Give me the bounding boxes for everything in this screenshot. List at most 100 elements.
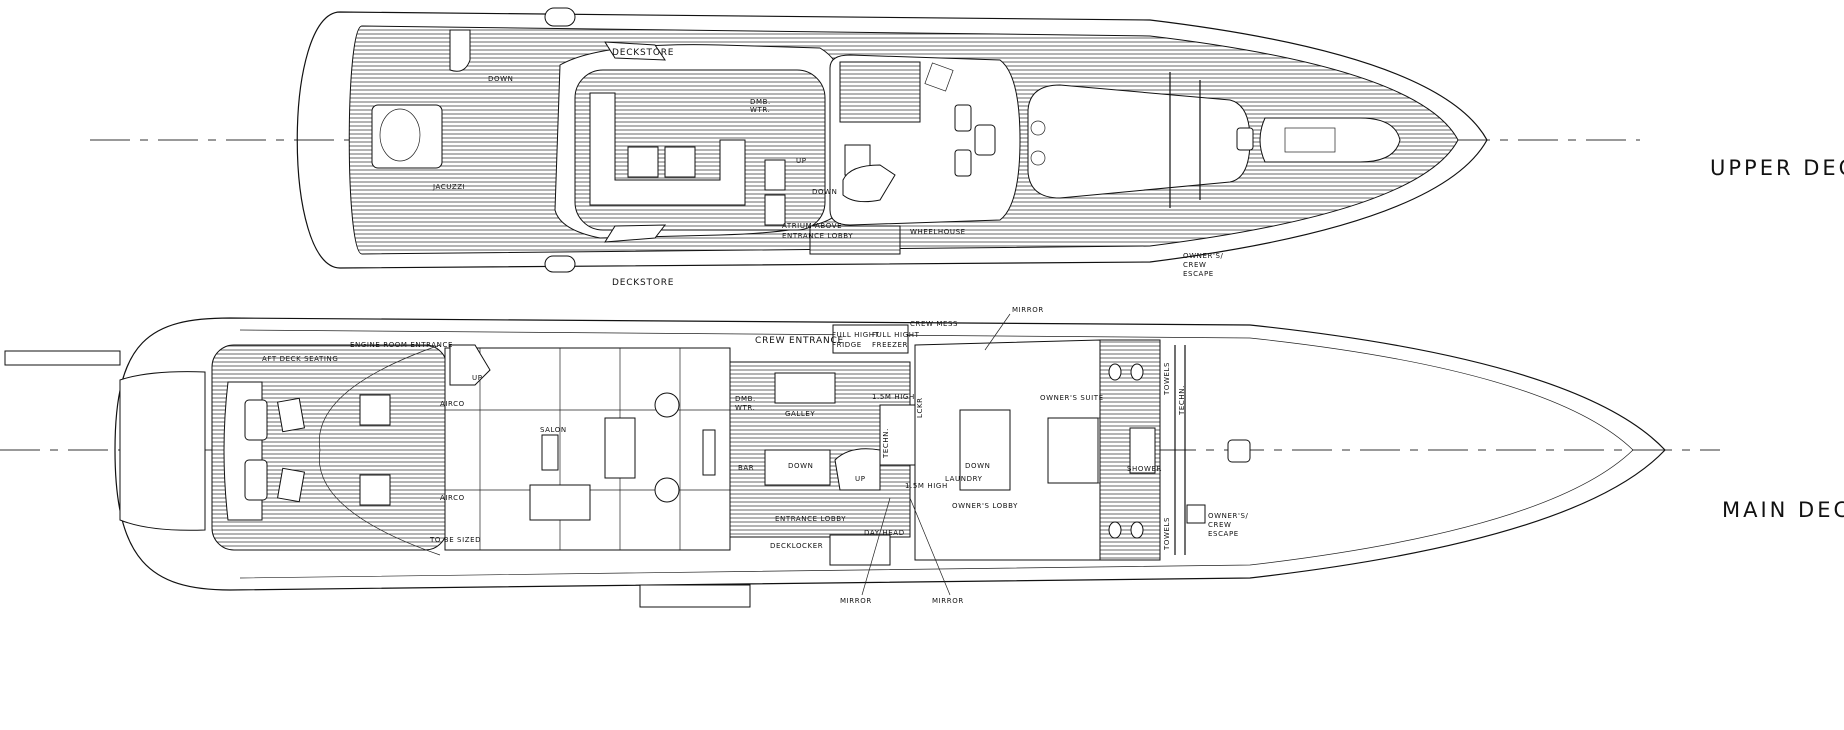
- helm-seat: [954, 149, 972, 177]
- label-lckr: LCKR: [916, 397, 924, 418]
- label-escape: ESCAPE: [1183, 270, 1214, 278]
- stair-down: [764, 449, 831, 486]
- label-galley: GALLEY: [785, 410, 815, 418]
- label-airco: AIRCO: [440, 494, 465, 502]
- label-escape: OWNER'S/: [1208, 512, 1249, 520]
- fender-bollard: [544, 7, 576, 27]
- armchair: [276, 397, 306, 433]
- stair-side: [809, 225, 901, 255]
- label-owners-lobby: OWNER'S LOBBY: [952, 502, 1018, 510]
- label-owners-suite: OWNER'S SUITE: [1040, 394, 1104, 402]
- label-crew-entrance: CREW ENTRANCE: [755, 336, 844, 346]
- label-techn: TECHN.: [1178, 385, 1186, 416]
- label-escape: CREW: [1208, 521, 1232, 529]
- spiral-stair-down: [842, 164, 896, 203]
- helm-console: [974, 124, 996, 156]
- leader-line: [909, 497, 951, 596]
- label-shower: SHOWER: [1127, 465, 1162, 473]
- label-deckstore: DECKSTORE: [612, 278, 674, 288]
- stair-down: [449, 29, 471, 72]
- main-deck-plan: ENGINE ROOM ENTRANCE AFT DECK SEATING UP…: [0, 306, 1844, 608]
- label-airco: AIRCO: [440, 400, 465, 408]
- label-1-5m-high: 1.5M HIGH: [872, 393, 915, 401]
- label-mirror: MIRROR: [840, 597, 872, 605]
- label-entrance-lobby: ENTRANCE LOBBY: [775, 515, 846, 523]
- escape-hatch: [1186, 504, 1206, 524]
- passerelle: [4, 350, 121, 366]
- label-mirror: MIRROR: [1012, 306, 1044, 314]
- label-entrance-lobby: ENTRANCE LOBBY: [782, 232, 853, 240]
- label-deckstore: DECKSTORE: [612, 48, 674, 58]
- owners-stair: [959, 409, 1011, 491]
- label-up: UP: [855, 475, 866, 483]
- cushion: [244, 399, 268, 441]
- person-figure: [1030, 150, 1046, 166]
- boarding-ladder: [639, 584, 751, 608]
- spiral-stair-up: [834, 448, 881, 491]
- chair: [764, 194, 786, 226]
- label-down: DOWN: [488, 75, 513, 83]
- label-crew-mess: CREW MESS: [910, 320, 958, 328]
- table: [627, 146, 659, 178]
- forepeak-hatch: [1227, 439, 1251, 463]
- label-aft-deck-seating: AFT DECK SEATING: [262, 355, 338, 363]
- sofa: [529, 484, 591, 521]
- tv-unit: [702, 429, 716, 476]
- upper-hull-outline: [296, 11, 1488, 269]
- sofa: [604, 417, 636, 479]
- label-freezer: FREEZER: [872, 341, 908, 349]
- deckstore-box: [604, 41, 666, 61]
- hatch: [1236, 127, 1254, 151]
- galley-counter: [774, 372, 836, 404]
- label-wheelhouse: WHEELHOUSE: [910, 228, 966, 236]
- toilet: [1130, 521, 1144, 539]
- label-mirror: MIRROR: [932, 597, 964, 605]
- label-down: DOWN: [812, 188, 837, 196]
- foredeck-sunpad: [1027, 84, 1251, 199]
- wheelhouse-deck: [839, 61, 921, 123]
- label-down: DOWN: [965, 462, 990, 470]
- fridge-freezer: [832, 324, 909, 354]
- label-fridge: FRIDGE: [832, 341, 862, 349]
- label-techn: TECHN.: [882, 428, 890, 459]
- upper-deck-title: UPPER DECK: [1710, 156, 1844, 180]
- helm-seat: [954, 104, 972, 132]
- label-engine-room-entrance: ENGINE ROOM ENTRANCE: [350, 341, 453, 349]
- main-hull-outline: [114, 317, 1666, 591]
- jacuzzi: [371, 104, 443, 169]
- label-towels: TOWELS: [1163, 517, 1171, 551]
- leader-line: [984, 313, 1011, 351]
- table: [664, 146, 696, 178]
- label-escape: OWNER'S/: [1183, 252, 1224, 260]
- chart-table: [924, 62, 954, 92]
- toilet: [1130, 363, 1144, 381]
- label-day-head: DAY HEAD: [864, 529, 905, 537]
- shower: [1129, 427, 1156, 474]
- label-towels: TOWELS: [1163, 362, 1171, 396]
- deckstore-box: [604, 224, 667, 243]
- toilet: [1108, 521, 1122, 539]
- label-freezer: FULL HIGHT: [872, 331, 920, 339]
- main-deck-edge: [239, 329, 1634, 579]
- stair-up: [449, 344, 491, 386]
- tender: [1259, 117, 1401, 163]
- chair: [764, 159, 786, 191]
- main-deck-title: MAIN DECK: [1722, 498, 1844, 522]
- label-wtr: WTR.: [750, 106, 770, 114]
- swim-platform: [119, 371, 206, 531]
- label-bar: BAR: [738, 464, 754, 472]
- armchair: [276, 467, 306, 503]
- upper-deck-plan: DECKSTORE DECKSTORE DOWN JACUZZI DMB. WT…: [90, 7, 1844, 288]
- owners-bed: [1047, 417, 1099, 484]
- label-dmb: DMB.: [735, 395, 756, 403]
- label-salon: SALON: [540, 426, 567, 434]
- label-laundry: LAUNDRY: [945, 475, 983, 483]
- label-escape: CREW: [1183, 261, 1207, 269]
- label-dmb: DMB.: [750, 98, 771, 106]
- label-up: UP: [796, 157, 807, 165]
- label-atrium: ATRIUM ABOVE: [782, 222, 842, 230]
- awning-line: [318, 344, 441, 556]
- dining-table: [359, 394, 391, 426]
